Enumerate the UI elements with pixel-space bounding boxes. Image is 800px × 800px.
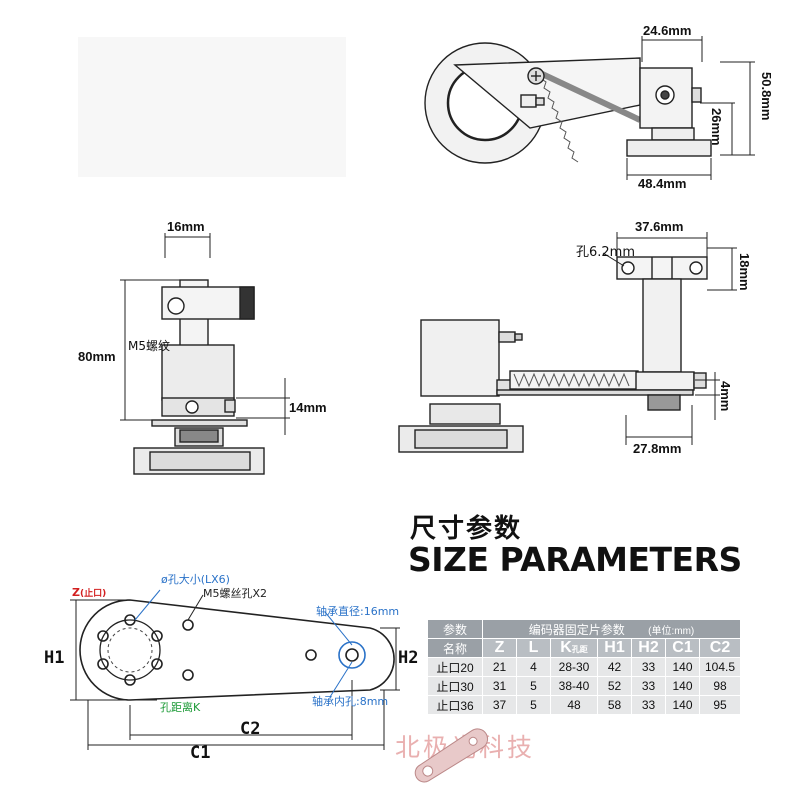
- heading-cn: 尺寸参数: [410, 514, 523, 544]
- dim-left-top: 16mm: [167, 219, 205, 234]
- side-view-left: [133, 279, 265, 475]
- cell-k: 48: [550, 695, 598, 715]
- cell-c2: 104.5: [699, 657, 741, 677]
- label-c1: C1: [190, 743, 211, 763]
- cell-h1: 42: [597, 657, 632, 677]
- cell-h2: 33: [631, 676, 666, 696]
- cell-c1: 140: [665, 695, 700, 715]
- spec-table: 参数 编码器固定片参数 (单位:mm) 名称 Z L K孔距 H1 H2 C1 …: [427, 619, 741, 715]
- plate-dimension-lines: [70, 589, 400, 750]
- dim-base-height: 26mm: [709, 108, 724, 146]
- cell-z: 31: [482, 676, 517, 696]
- cell-h2: 33: [631, 695, 666, 715]
- bearing-od-note: 轴承直径:16mm: [316, 605, 400, 618]
- col-c1: C1: [665, 638, 700, 658]
- cell-z: 37: [482, 695, 517, 715]
- cell-k: 28-30: [550, 657, 598, 677]
- dim-right-side: 18mm: [737, 253, 752, 291]
- label-z-sub: (止口): [79, 589, 107, 599]
- label-z-letter: Z: [72, 586, 80, 599]
- heading-en: SIZE PARAMETERS: [408, 540, 742, 579]
- table-column-row: 名称 Z L K孔距 H1 H2 C1 C2: [427, 638, 741, 658]
- thread-label: M5螺纹: [128, 339, 170, 353]
- dim-top-width: 24.6mm: [643, 23, 692, 38]
- row-name: 止口36: [427, 695, 483, 715]
- cell-h2: 33: [631, 657, 666, 677]
- col-k-letter: K: [560, 639, 572, 656]
- cell-c1: 140: [665, 657, 700, 677]
- dim-base-width: 48.4mm: [638, 176, 687, 191]
- col-k: K孔距: [550, 638, 598, 658]
- encoder-plate: [79, 599, 395, 701]
- col-z: Z: [482, 638, 517, 658]
- dim-left-small: 14mm: [289, 400, 327, 415]
- hole-distance-note: 孔距离K: [160, 701, 201, 714]
- hole-size-note: ø孔大小(LX6): [161, 573, 230, 586]
- col-l: L: [516, 638, 551, 658]
- cell-l: 4: [516, 657, 551, 677]
- label-h1: H1: [44, 648, 65, 668]
- dim-right-top: 37.6mm: [635, 219, 684, 234]
- table-header-title: 编码器固定片参数 (单位:mm): [482, 619, 741, 639]
- col-h1: H1: [597, 638, 632, 658]
- side-view-right-dimension-lines: [602, 232, 737, 445]
- top-view-assembly: [424, 42, 712, 164]
- dim-left-height: 80mm: [78, 349, 116, 364]
- top-view-dimension-lines: [626, 36, 755, 180]
- row-name: 止口30: [427, 676, 483, 696]
- table-row: 止口30 31 5 38-40 52 33 140 98: [427, 676, 741, 696]
- cell-c1: 140: [665, 676, 700, 696]
- label-h2: H2: [398, 648, 419, 668]
- table-header-row: 参数 编码器固定片参数 (单位:mm): [427, 619, 741, 639]
- table-unit: (单位:mm): [648, 625, 695, 637]
- blank-panel: [78, 37, 346, 177]
- label-z: Z(止口): [72, 586, 106, 599]
- table-row: 止口36 37 5 48 58 33 140 95: [427, 695, 741, 715]
- col-h2: H2: [631, 638, 666, 658]
- cell-c2: 95: [699, 695, 741, 715]
- screw-holes-note: M5螺丝孔X2: [203, 587, 268, 600]
- side-view-left-dimension-lines: [120, 233, 290, 435]
- cell-l: 5: [516, 676, 551, 696]
- dim-total-height: 50.8mm: [759, 72, 774, 121]
- cell-k: 38-40: [550, 676, 598, 696]
- table-row: 止口20 21 4 28-30 42 33 140 104.5: [427, 657, 741, 677]
- table-name-label: 名称: [427, 638, 483, 658]
- table-header-params: 参数: [427, 619, 483, 639]
- col-k-sub: 孔距: [571, 645, 588, 654]
- side-view-right: [398, 256, 708, 453]
- cell-h1: 52: [597, 676, 632, 696]
- watermark-text: 北极光科技: [395, 733, 536, 762]
- cell-h1: 58: [597, 695, 632, 715]
- row-name: 止口20: [427, 657, 483, 677]
- hole-label: 孔6.2mm: [576, 245, 636, 260]
- cell-l: 5: [516, 695, 551, 715]
- table-title: 编码器固定片参数: [528, 622, 625, 637]
- dim-right-bottom: 27.8mm: [633, 441, 682, 456]
- dim-plate-thickness: 4mm: [718, 381, 733, 412]
- cell-z: 21: [482, 657, 517, 677]
- bearing-id-note: 轴承内孔:8mm: [312, 695, 389, 708]
- cell-c2: 98: [699, 676, 741, 696]
- col-c2: C2: [699, 638, 741, 658]
- label-c2: C2: [240, 719, 261, 739]
- right-view-spring: [513, 372, 630, 388]
